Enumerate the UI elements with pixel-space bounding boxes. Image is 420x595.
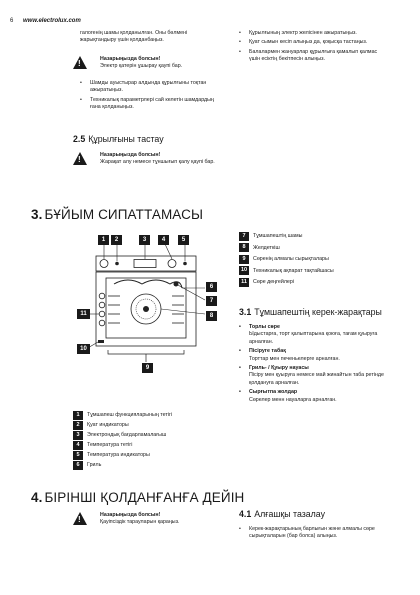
site-url: www.electrolux.com [23, 18, 81, 24]
list-item: Шамды ауыстырар алдында құрылғыны тоқтан… [80, 80, 220, 95]
section-number: 4.1 [239, 509, 252, 519]
list-item: Құрылғының электр желісінен ажыратыңыз. [239, 30, 389, 38]
diagram-label-3: 3 [139, 235, 150, 245]
accessory-desc: Пісіру мен қуыруға немесе май жинайтын т… [249, 372, 384, 386]
top-left-intro: галогенің шамы қолданылған. Оны бөлмені … [80, 30, 188, 44]
warning-icon: ! [73, 512, 87, 525]
warning-title: Назарыңызда болсын! [100, 56, 161, 62]
accessory-name: Торлы сөре [239, 324, 399, 332]
top-right-bullets: Құрылғының электр желісінен ажыратыңыз. … [239, 30, 389, 64]
section-title: Құрылғыны тастау [88, 134, 164, 144]
diagram-label-5: 5 [178, 235, 189, 245]
section-number: 3. [31, 207, 43, 222]
diagram-label-1: 1 [98, 235, 109, 245]
diagram-label-4: 4 [158, 235, 169, 245]
top-left-bullets: Шамды ауыстырар алдында құрылғыны тоқтан… [80, 80, 220, 112]
warning-block-1: Назарыңызда болсын! Электр қатерін ұшыра… [100, 56, 225, 71]
section-title: БҰЙЫМ СИПАТТАМАСЫ [44, 207, 203, 222]
page-header: 6 www.electrolux.com [10, 18, 81, 24]
section-number: 3.1 [239, 307, 252, 317]
list-item: Балалармен жануарлар құрылғыға қамалып қ… [239, 49, 389, 64]
section-title: БІРІНШІ ҚОЛДАНҒАНҒА ДЕЙІН [44, 490, 245, 505]
diagram-label-6: 6 [206, 282, 217, 292]
accessory-desc: Торттар мен печеньелерге арналған. [249, 355, 340, 362]
list-item: Техникалық параметрлері сай келетін шамд… [80, 97, 220, 112]
accessory-name: Гриль- / Қуыру науасы [239, 365, 399, 373]
warning-text: Электр қатерін ұшырау қаупі бар. [100, 63, 183, 70]
diagram-label-10: 10 [77, 344, 90, 354]
list-item: Керек-жарақтарының барлығын және алмалы … [239, 526, 399, 541]
accessory-name: Пісіруге табақ [239, 348, 399, 356]
section-number: 4. [31, 490, 43, 505]
diagram-label-8: 8 [206, 311, 217, 321]
diagram-label-11: 11 [77, 309, 90, 319]
accessory-desc: Сөрелер менн науаларға арналған. [249, 396, 337, 403]
warning-block-2: Назарыңызда болсын! Жарақат алу немесе т… [100, 152, 225, 167]
accessory-desc: Ыдыстарға, торт қалыптарына қоюға, тағам… [249, 331, 378, 345]
warning-text: Қауіпсіздік тарауларын қараңыз. [100, 519, 180, 526]
section-3-heading: 3.БҰЙЫМ СИПАТТАМАСЫ [31, 207, 203, 222]
accessories-list: Торлы сөре Ыдыстарға, торт қалыптарына қ… [239, 324, 399, 404]
warning-title: Назарыңызда болсын! [100, 152, 161, 158]
section-4-1-body: Керек-жарақтарының барлығын және алмалы … [239, 526, 399, 541]
warning-icon: ! [73, 152, 87, 165]
section-number: 2.5 [73, 134, 86, 144]
warning-text: Жарақат алу немесе тұншығып қалу қаупі б… [100, 159, 215, 166]
section-title: Тұмшапештің керек-жарақтары [254, 307, 382, 317]
section-4-heading: 4.БІРІНШІ ҚОЛДАНҒАНҒА ДЕЙІН [31, 490, 244, 505]
warning-icon: ! [73, 56, 87, 69]
diagram-label-9: 9 [142, 363, 153, 373]
warning-title: Назарыңызда болсын! [100, 512, 161, 518]
oven-diagram [85, 243, 206, 362]
accessory-name: Сырғытпа жолдар [239, 389, 399, 397]
diagram-label-2: 2 [111, 235, 122, 245]
diagram-label-7: 7 [206, 296, 217, 306]
list-item: Қуат сымын кесіп алыңыз да, қоқысқа таст… [239, 39, 389, 47]
page-number: 6 [10, 18, 14, 24]
section-title: Алғашқы тазалау [254, 509, 325, 519]
warning-block-3: Назарыңызда болсын! Қауіпсіздік тараулар… [100, 512, 225, 527]
